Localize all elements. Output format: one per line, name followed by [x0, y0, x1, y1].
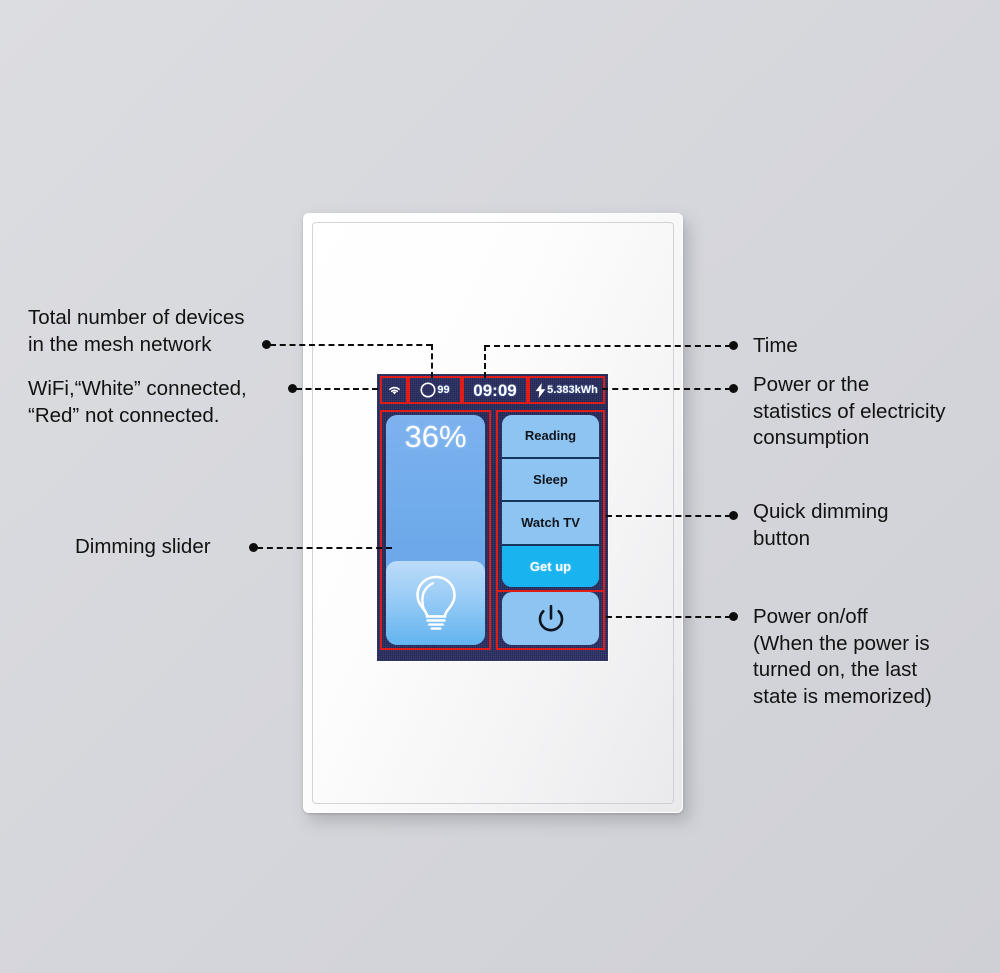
- scene-button-sleep[interactable]: Sleep: [502, 458, 599, 502]
- dimming-slider-track[interactable]: 36%: [386, 415, 485, 645]
- mesh-device-count: 99: [437, 383, 450, 396]
- screen-main-area: 36%: [380, 410, 605, 650]
- leader-line-wifi-h: [296, 388, 378, 390]
- leader-line-mesh-devices-v: [431, 344, 433, 378]
- leader-line-quick-dimming-h: [606, 515, 731, 517]
- power-button-surface[interactable]: [502, 592, 599, 645]
- smart-dimmer-device: 99 09:09 5.383kWh 36%: [303, 213, 683, 813]
- clock-text: 09:09: [473, 380, 517, 400]
- leader-line-power-stats-h: [602, 388, 731, 390]
- leader-dot-wifi: [288, 384, 297, 393]
- power-consumption-text: 5.383kWh: [547, 383, 598, 396]
- leader-dot-time: [729, 341, 738, 350]
- power-on-off-button[interactable]: [496, 592, 605, 650]
- right-column: Reading Sleep Watch TV Get up: [496, 410, 605, 650]
- mesh-devices-icon: [420, 382, 436, 398]
- annotation-power-stats: Power or the statistics of electricity c…: [753, 373, 946, 450]
- leader-line-power-onoff-h: [606, 616, 731, 618]
- quick-dimming-list: Reading Sleep Watch TV Get up: [502, 415, 599, 587]
- annotation-quick-dimming: Quick dimming button: [753, 500, 889, 550]
- annotation-dimming-slider: Dimming slider: [75, 535, 211, 558]
- light-bulb-icon: [410, 573, 462, 633]
- power-icon: [534, 602, 568, 636]
- dimming-slider[interactable]: 36%: [380, 410, 491, 650]
- wifi-icon: [387, 384, 402, 396]
- status-bar: 99 09:09 5.383kWh: [380, 376, 605, 404]
- scene-button-reading[interactable]: Reading: [502, 415, 599, 459]
- status-mesh-cell[interactable]: 99: [408, 376, 462, 404]
- device-screen: 99 09:09 5.383kWh 36%: [377, 374, 608, 661]
- status-wifi-cell[interactable]: [380, 376, 408, 404]
- annotation-mesh-devices: Total number of devices in the mesh netw…: [28, 306, 245, 356]
- leader-line-time-h: [484, 345, 731, 347]
- leader-dot-power-stats: [729, 384, 738, 393]
- leader-line-mesh-devices-h: [270, 344, 432, 346]
- dimming-percentage-label: 36%: [404, 419, 467, 454]
- leader-dot-power-onoff: [729, 612, 738, 621]
- annotation-time: Time: [753, 334, 798, 357]
- quick-dimming-button-group: Reading Sleep Watch TV Get up: [496, 410, 605, 592]
- annotation-wifi: WiFi,“White” connected, “Red” not connec…: [28, 377, 247, 427]
- annotation-power-onoff: Power on/off (When the power is turned o…: [753, 605, 932, 708]
- status-power-cell[interactable]: 5.383kWh: [528, 376, 605, 404]
- leader-line-dimming-slider-h: [257, 547, 392, 549]
- scene-button-watch-tv[interactable]: Watch TV: [502, 502, 599, 546]
- leader-dot-quick-dimming: [729, 511, 738, 520]
- scene-button-get-up[interactable]: Get up: [502, 545, 599, 587]
- lightning-bolt-icon: [535, 382, 546, 398]
- bulb-toggle-pad[interactable]: [386, 561, 485, 645]
- status-time-cell[interactable]: 09:09: [462, 376, 528, 404]
- leader-line-time-v: [484, 345, 486, 378]
- leader-dot-mesh-devices: [262, 340, 271, 349]
- leader-dot-dimming-slider: [249, 543, 258, 552]
